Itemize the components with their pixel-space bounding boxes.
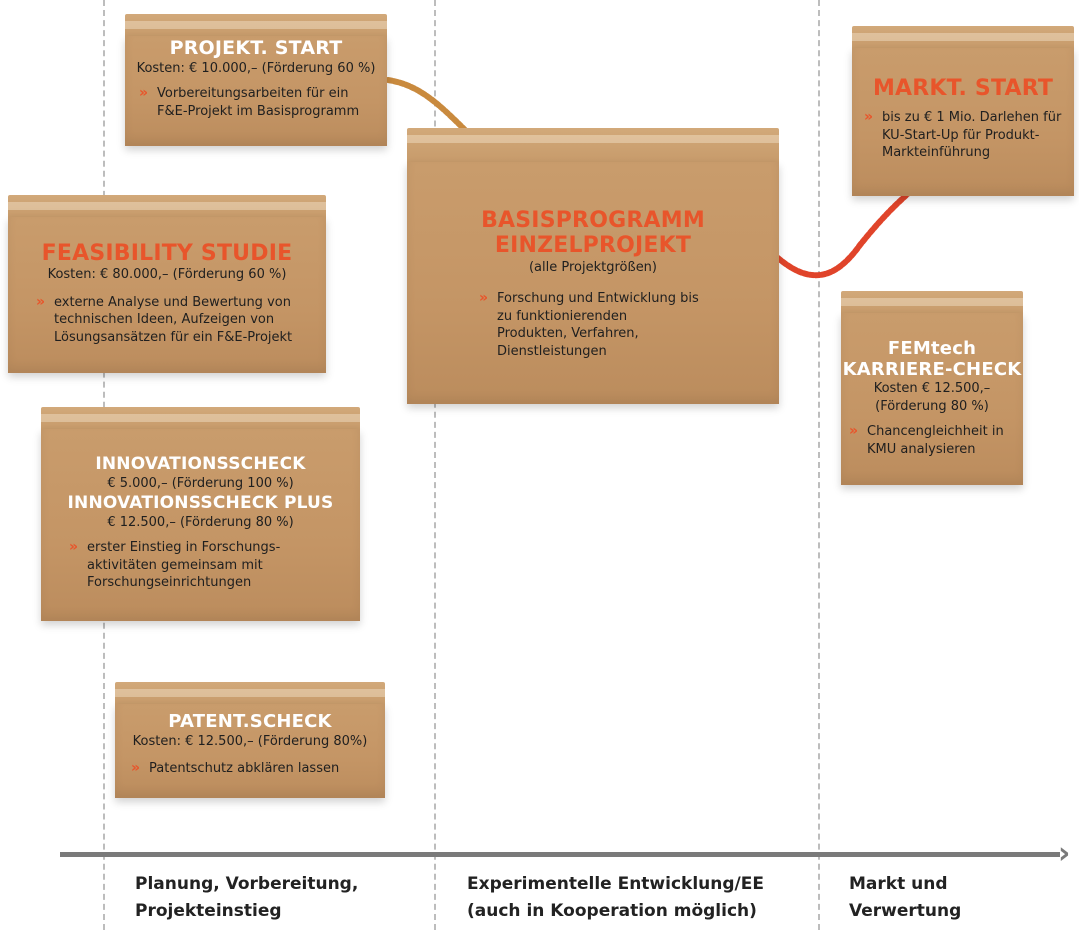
box-projekt-start: PROJEKT. START Kosten: € 10.000,– (Förde… xyxy=(125,14,387,146)
karriere-check-title: KARRIERE-CHECK xyxy=(842,358,1022,380)
bullet-icon: » xyxy=(849,423,859,440)
rope-projekt-to-basis xyxy=(385,77,473,138)
arrow-right-icon: › xyxy=(1058,836,1071,871)
bullet-icon: » xyxy=(36,293,46,310)
bullet-icon: » xyxy=(131,760,141,777)
markt-start-bullet: » bis zu € 1 Mio. Darlehen für KU-Start-… xyxy=(864,109,1062,161)
patent-title: PATENT.SCHECK xyxy=(168,711,332,732)
projekt-start-cost: Kosten: € 10.000,– (Förderung 60 %) xyxy=(136,60,376,76)
femtech-foerderung: (Förderung 80 %) xyxy=(875,398,989,414)
basisprogramm-title: BASISPROGRAMM xyxy=(481,208,705,233)
phase-label-markt: Markt und Verwertung xyxy=(849,874,962,922)
box-basisprogramm: BASISPROGRAMM EINZELPROJEKT (alle Projek… xyxy=(407,128,779,404)
phase-divider-2 xyxy=(434,0,436,930)
box-innovationsscheck: INNOVATIONSSCHECK € 5.000,– (Förderung 1… xyxy=(41,407,360,621)
feasibility-title: FEASIBILITY STUDIE xyxy=(41,241,293,266)
box-markt-start: MARKT. START » bis zu € 1 Mio. Darlehen … xyxy=(852,26,1074,196)
phase-divider-3 xyxy=(818,0,820,930)
patent-cost: Kosten: € 12.500,– (Förderung 80%) xyxy=(132,733,368,749)
femtech-title: FEMtech xyxy=(887,338,977,359)
innovationsscheck-bullet: » erster Einstieg in Forschungs-aktivitä… xyxy=(69,539,281,591)
feasibility-cost: Kosten: € 80.000,– (Förderung 60 %) xyxy=(47,267,287,283)
box-femtech-karriere-check: FEMtech KARRIERE-CHECK Kosten € 12.500,–… xyxy=(841,291,1023,485)
innovationsscheck-plus-title: INNOVATIONSSCHECK PLUS xyxy=(67,493,334,514)
box-patent-scheck: PATENT.SCHECK Kosten: € 12.500,– (Förder… xyxy=(115,682,385,798)
bullet-icon: » xyxy=(139,85,149,102)
basisprogramm-sub: (alle Projektgrößen) xyxy=(528,259,657,275)
basisprogramm-bullet: » Forschung und Entwicklung bis zu funkt… xyxy=(479,290,699,359)
timeline-axis xyxy=(60,852,1060,857)
box-feasibility-studie: FEASIBILITY STUDIE Kosten: € 80.000,– (F… xyxy=(8,195,326,373)
projekt-start-bullet: » Vorbereitungsarbeiten für ein F&E-Proj… xyxy=(139,85,360,119)
markt-start-title: MARKT. START xyxy=(872,76,1054,101)
projekt-start-title: PROJEKT. START xyxy=(169,37,343,59)
femtech-bullet: » Chancengleichheit in KMU analysieren xyxy=(849,423,1004,458)
patent-bullet: » Patentschutz abklären lassen xyxy=(131,760,340,777)
femtech-cost: Kosten € 12.500,– xyxy=(873,381,991,397)
innovationsscheck-plus-cost: € 12.500,– (Förderung 80 %) xyxy=(107,514,294,530)
einzelprojekt-title: EINZELPROJEKT xyxy=(494,233,692,259)
feasibility-bullet: » externe Analyse und Bewertung von tech… xyxy=(36,293,293,345)
phase-label-entwicklung: Experimentelle Entwicklung/EE (auch in K… xyxy=(467,874,764,922)
innovationsscheck-title: INNOVATIONSSCHECK xyxy=(95,454,306,474)
bullet-icon: » xyxy=(69,539,79,556)
innovationsscheck-cost: € 5.000,– (Förderung 100 %) xyxy=(107,475,294,491)
bullet-icon: » xyxy=(479,290,489,307)
rope-basis-to-markt xyxy=(775,187,915,279)
bullet-icon: » xyxy=(864,109,874,126)
phase-label-planung: Planung, Vorbereitung, Projekteinstieg xyxy=(135,874,359,922)
